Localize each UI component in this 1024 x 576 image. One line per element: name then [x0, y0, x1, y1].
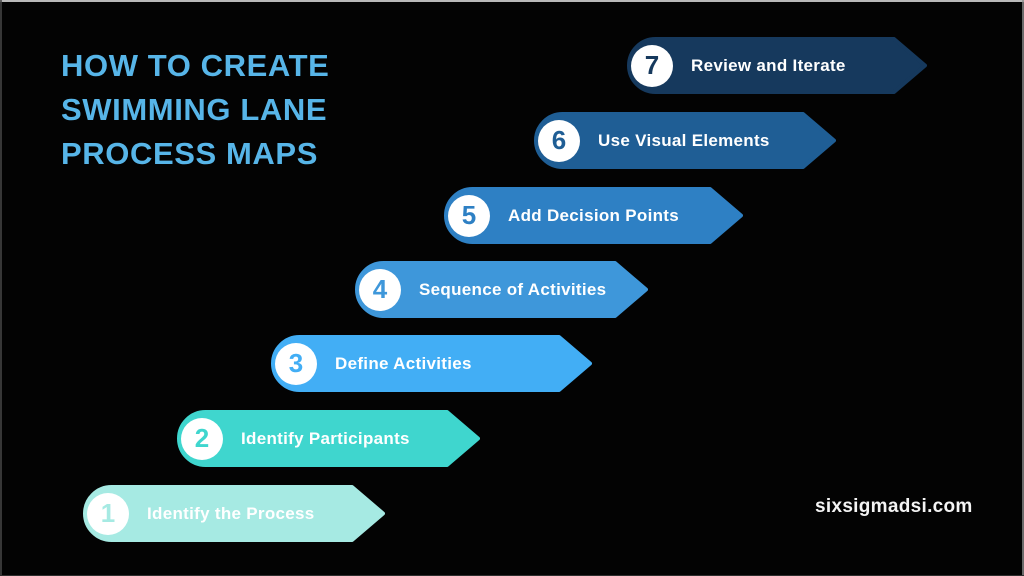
- step-label: Sequence of Activities: [419, 279, 607, 299]
- step-banner: 7 Review and Iterate: [627, 37, 927, 94]
- step-number: 4: [372, 274, 388, 304]
- step-number-circle: 2: [181, 417, 223, 460]
- step-banner: 2 Identify Participants: [177, 410, 480, 467]
- step-number: 7: [644, 50, 660, 80]
- website-text: sixsigmadsi.com: [815, 496, 973, 517]
- step-number-circle: 3: [275, 342, 317, 385]
- step-number: 5: [461, 200, 477, 230]
- step-banner: 1 Identify the Process: [83, 485, 385, 542]
- step-number-circle: 4: [359, 268, 401, 311]
- step-number: 1: [100, 498, 116, 528]
- step-label: Identify Participants: [241, 428, 410, 448]
- title-line-1: HOW TO CREATE: [61, 48, 330, 83]
- arrow-banner-shape: [355, 261, 648, 318]
- step-number-circle: 7: [631, 44, 673, 87]
- arrow-banner-shape: [177, 410, 480, 467]
- step-number-circle: 5: [448, 194, 490, 237]
- step-banner: 3 Define Activities: [271, 335, 592, 392]
- step-banner: 6 Use Visual Elements: [534, 112, 836, 169]
- step-number: 2: [194, 423, 210, 453]
- arrow-banner-shape: [534, 112, 836, 169]
- step-label: Review and Iterate: [691, 55, 846, 75]
- title-line-2: SWIMMING LANE: [61, 92, 328, 127]
- step-number: 6: [551, 125, 567, 155]
- arrow-banner-shape: [83, 485, 385, 542]
- arrow-banner-shape: [271, 335, 592, 392]
- step-number: 3: [288, 348, 304, 378]
- step-label: Use Visual Elements: [598, 130, 770, 150]
- step-label: Define Activities: [335, 353, 472, 373]
- step-banner: 4 Sequence of Activities: [355, 261, 648, 318]
- step-label: Identify the Process: [147, 503, 315, 523]
- step-number-circle: 1: [87, 492, 129, 535]
- step-number-circle: 6: [538, 119, 580, 162]
- arrow-banner-shape: [627, 37, 927, 94]
- step-label: Add Decision Points: [508, 205, 679, 225]
- arrow-banner-shape: [444, 187, 743, 244]
- title-line-3: PROCESS MAPS: [61, 136, 318, 171]
- infographic-title: HOW TO CREATE SWIMMING LANE PROCESS MAPS: [61, 44, 329, 176]
- step-banner: 5 Add Decision Points: [444, 187, 743, 244]
